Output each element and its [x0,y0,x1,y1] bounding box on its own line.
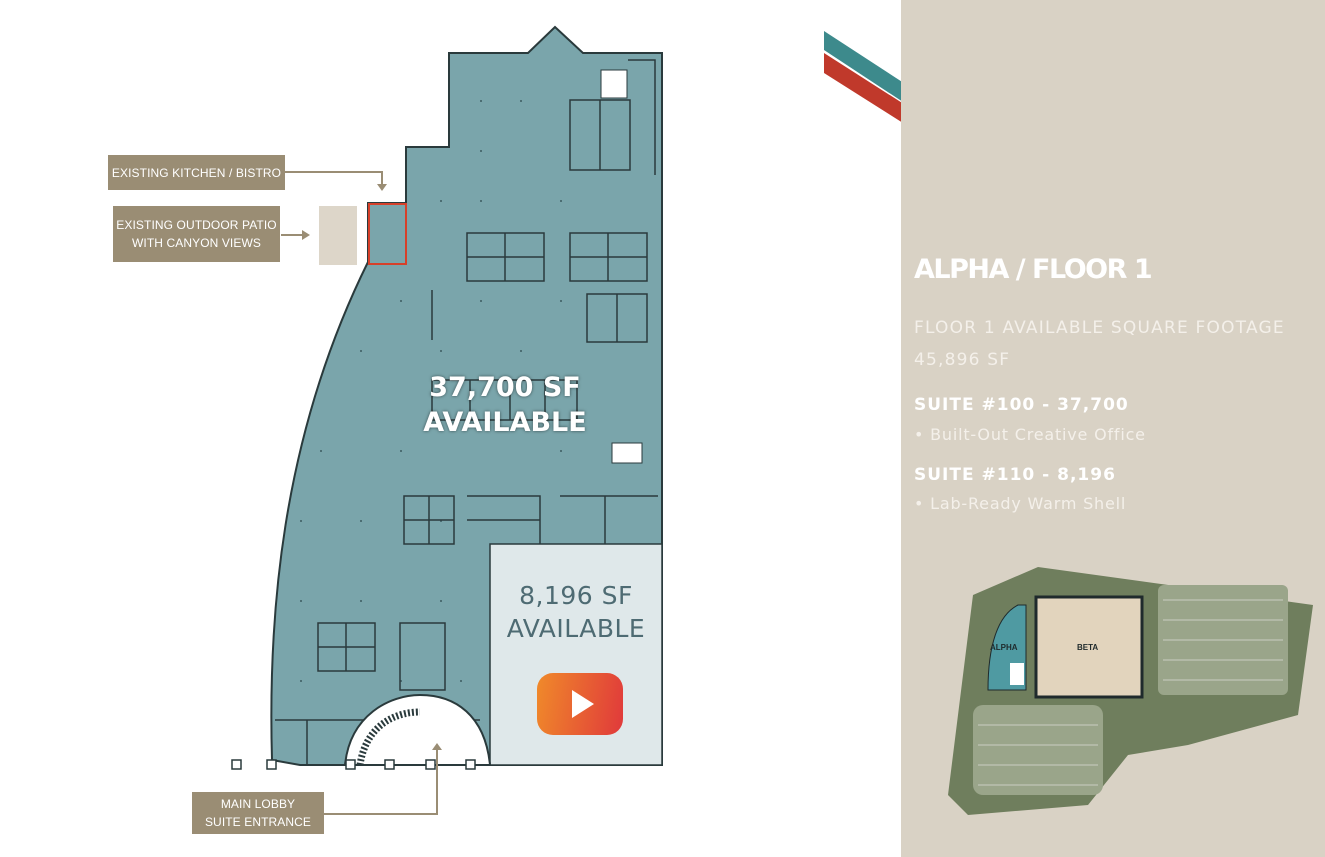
exterior-columns [231,759,476,770]
suite-100-status: AVAILABLE [423,407,587,439]
callout-arrowheads [302,184,442,750]
play-icon [572,690,594,718]
suite-100-area: 37,700 SF [429,372,581,403]
kitchen-bistro-area [368,203,407,265]
site-map-alpha-label: ALPHA [990,643,1018,652]
outdoor-patio-callout: EXISTING OUTDOOR PATIO WITH CANYON VIEWS [113,206,280,262]
main-lobby-callout: MAIN LOBBY SUITE ENTRANCE [192,792,324,834]
interior-walls [275,59,658,765]
footage-label: FLOOR 1 AVAILABLE SQUARE FOOTAGE [914,318,1285,338]
lobby-stair [356,708,421,766]
main-lobby [343,693,492,766]
suite-100-label: 37,700 SF AVAILABLE [400,370,610,440]
suite-100-detail: • Built-Out Creative Office [914,425,1146,444]
callout-leaders [281,171,438,815]
outdoor-patio [319,206,357,265]
suite-100-heading: SUITE #100 - 37,700 [914,395,1129,415]
site-map: ALPHA BETA [948,565,1318,825]
suite-110-label: 8,196 SF AVAILABLE [490,580,662,645]
suite-110-heading: SUITE #110 - 8,196 [914,465,1116,485]
suite-110-status: AVAILABLE [506,613,646,643]
floor-plan: EXISTING KITCHEN / BISTRO EXISTING OUTDO… [108,25,982,834]
footage-value: 45,896 SF [914,350,1011,370]
site-map-beta-label: BETA [1077,643,1099,652]
stairs [600,69,643,464]
suite-110-area: 8,196 SF [519,581,633,610]
site-map-drawing [948,567,1313,815]
panel-title: ALPHA / FLOOR 1 [914,254,1153,285]
floor-plan-drawing [231,25,663,815]
info-panel: ALPHA / FLOOR 1 FLOOR 1 AVAILABLE SQUARE… [901,0,1325,857]
kitchen-bistro-callout: EXISTING KITCHEN / BISTRO [108,155,285,190]
video-play-button[interactable] [537,673,623,735]
column-grid [300,100,562,682]
suite-110-detail: • Lab-Ready Warm Shell [914,494,1127,513]
